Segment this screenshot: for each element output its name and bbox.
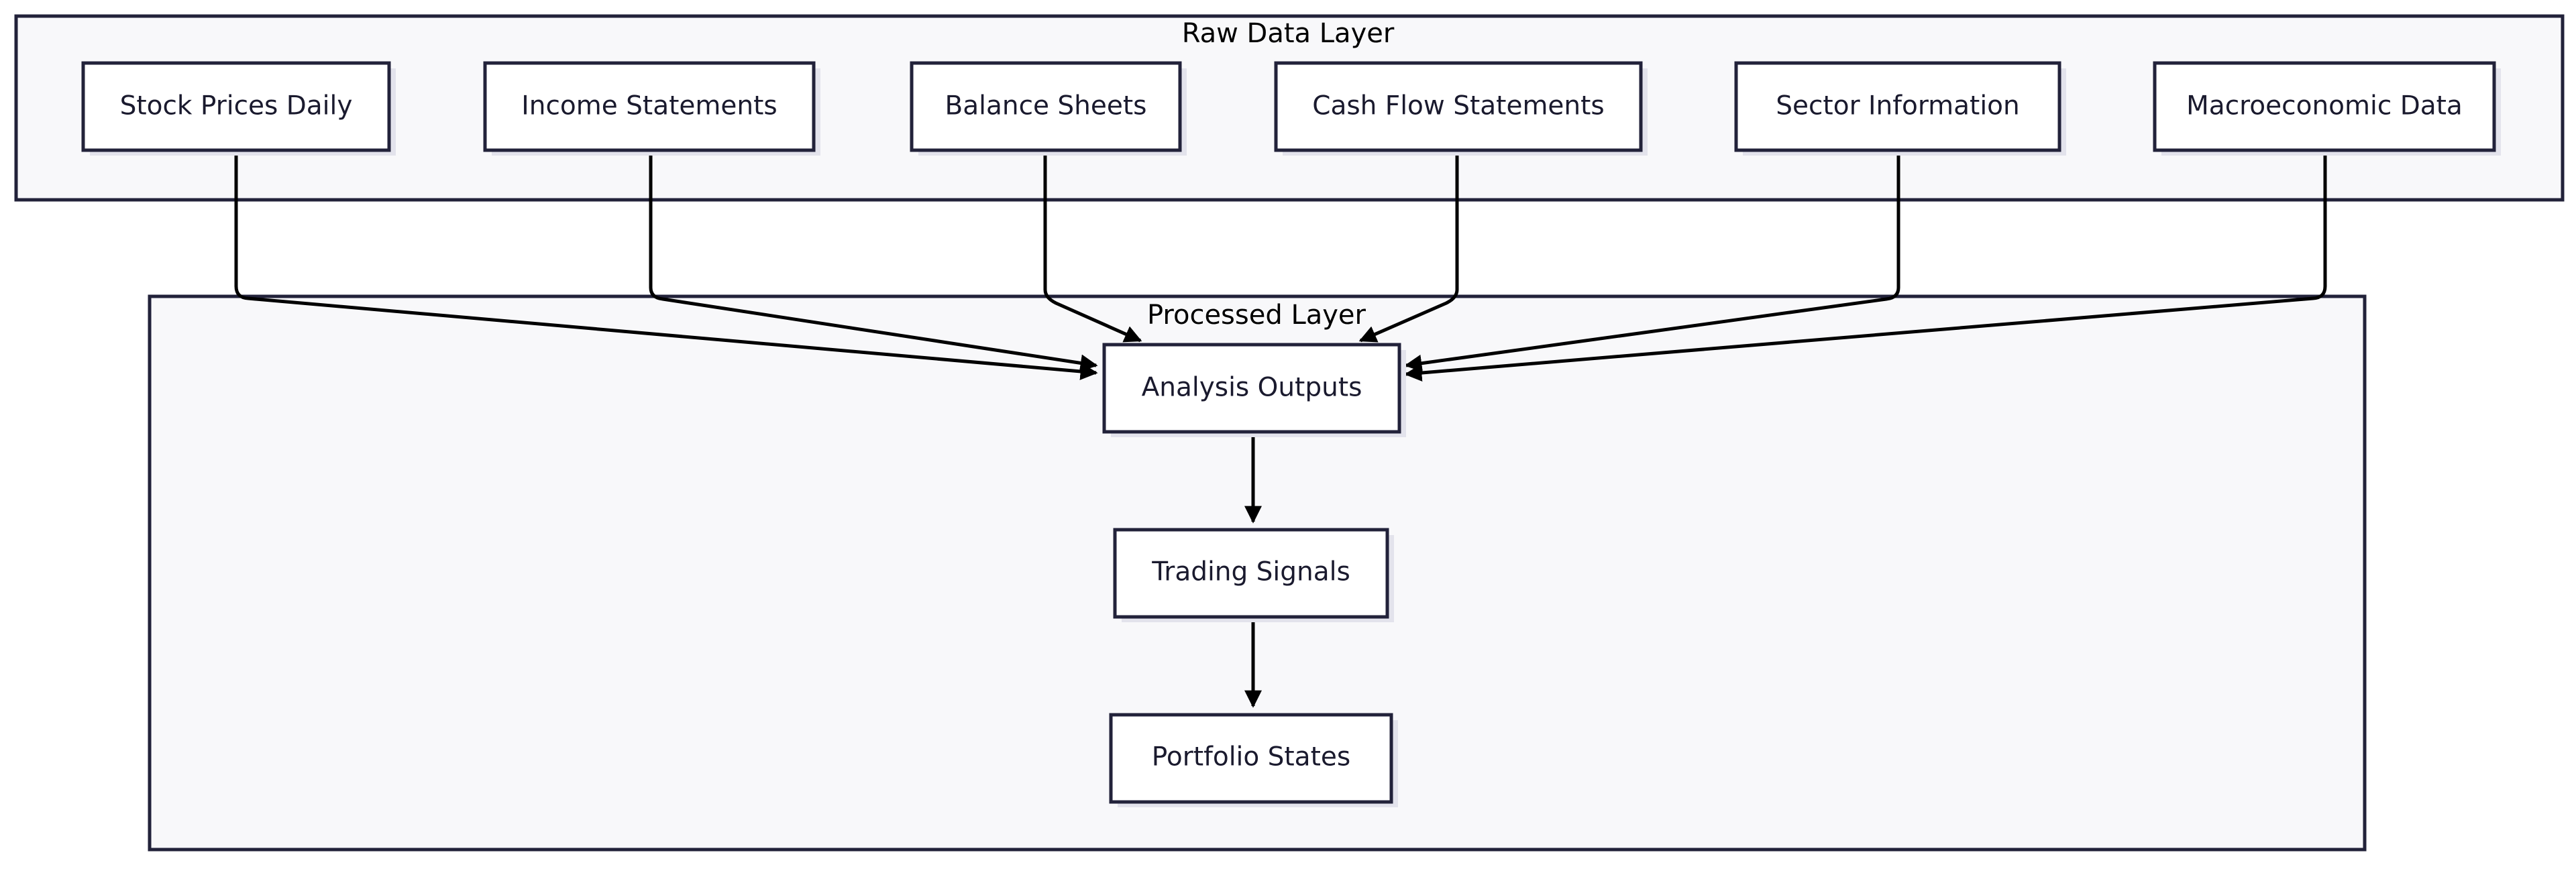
node-label: Macroeconomic Data (2186, 91, 2463, 121)
node-cash-flow-statements: Cash Flow Statements (1274, 61, 1648, 156)
node-label: Cash Flow Statements (1312, 91, 1605, 121)
node-macroeconomic-data: Macroeconomic Data (2153, 61, 2501, 156)
edge-balance-sheets-to-analysis (1043, 152, 1142, 343)
raw-data-layer-title: Raw Data Layer (1182, 18, 1395, 49)
node-label: Balance Sheets (945, 91, 1146, 121)
edge-sector-information-to-analysis (1404, 152, 1900, 372)
node-label: Analysis Outputs (1142, 373, 1362, 403)
node-label: Stock Prices Daily (120, 91, 353, 121)
edge-macroeconomic-to-analysis (1404, 152, 2327, 382)
node-sector-information: Sector Information (1734, 61, 2066, 156)
edges (234, 152, 2327, 708)
node-trading-signals: Trading Signals (1113, 528, 1394, 622)
processed-layer-title: Processed Layer (1147, 300, 1366, 331)
node-income-statements: Income Statements (483, 61, 820, 156)
node-stock-prices-daily: Stock Prices Daily (81, 61, 396, 156)
node-label: Trading Signals (1151, 557, 1350, 587)
edge-stock-prices-to-analysis (234, 152, 1098, 380)
node-label: Income Statements (521, 91, 777, 121)
node-portfolio-states: Portfolio States (1109, 713, 1398, 807)
node-balance-sheets: Balance Sheets (910, 61, 1187, 156)
node-analysis-outputs: Analysis Outputs (1102, 343, 1406, 437)
edge-income-statements-to-analysis (649, 152, 1098, 372)
node-label: Portfolio States (1152, 742, 1350, 772)
node-label: Sector Information (1776, 91, 2020, 121)
edge-cash-flow-to-analysis (1358, 152, 1459, 343)
